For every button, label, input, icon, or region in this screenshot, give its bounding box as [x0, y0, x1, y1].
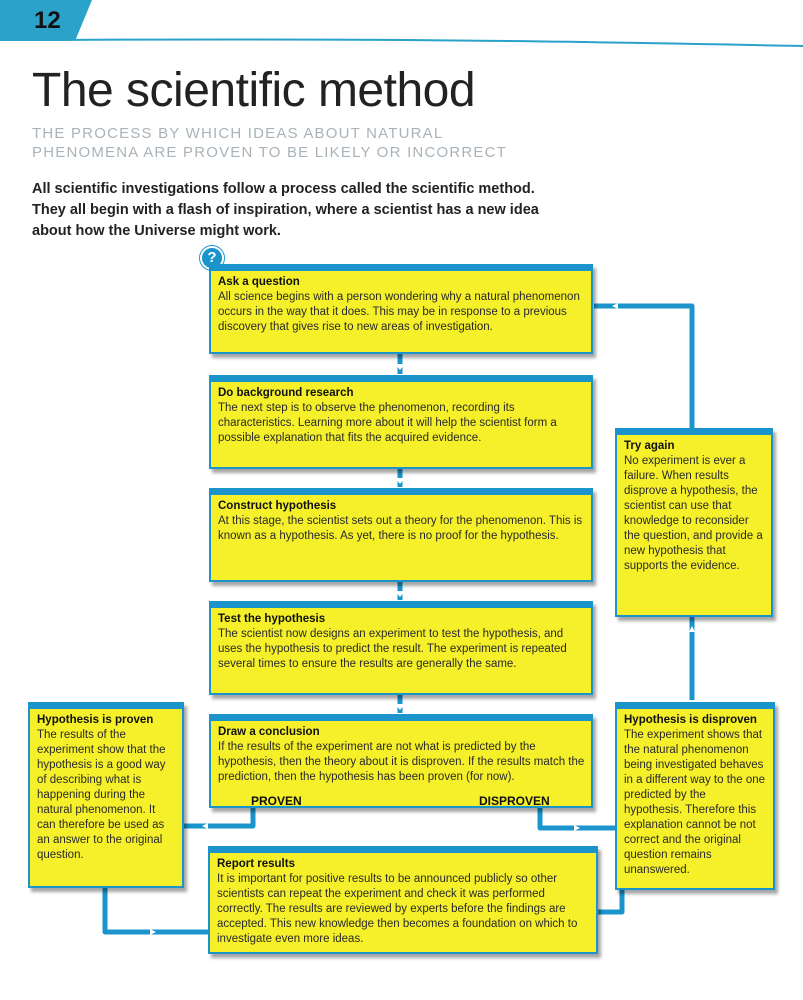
proven-label: PROVEN: [251, 794, 302, 808]
box-ask-question-text: All science begins with a person wonderi…: [218, 291, 580, 333]
box-hypothesis-proven-text: The results of the experiment show that …: [37, 729, 166, 861]
header-rule: [0, 38, 803, 47]
box-draw-conclusion-text: If the results of the experiment are not…: [218, 741, 585, 783]
page-number: 12: [0, 0, 92, 40]
box-try-again-text: No experiment is ever a failure. When re…: [624, 455, 763, 572]
box-background-research-text: The next step is to observe the phenomen…: [218, 402, 557, 444]
box-test-hypothesis: Test the hypothesis The scientist now de…: [209, 601, 593, 695]
box-hypothesis-disproven: Hypothesis is disproven The experiment s…: [615, 702, 775, 890]
disproven-label: DISPROVEN: [479, 794, 550, 808]
box-construct-hypothesis-text: At this stage, the scientist sets out a …: [218, 515, 583, 542]
box-hypothesis-proven: Hypothesis is proven The results of the …: [28, 702, 184, 888]
box-hypothesis-disproven-text: The experiment shows that the natural ph…: [624, 729, 766, 876]
intro-paragraph: All scientific investigations follow a p…: [32, 181, 539, 239]
box-draw-conclusion: Draw a conclusion If the results of the …: [209, 714, 593, 808]
box-construct-hypothesis-title: Construct hypothesis: [218, 500, 337, 512]
box-hypothesis-proven-title: Hypothesis is proven: [37, 714, 154, 726]
box-test-hypothesis-title: Test the hypothesis: [218, 613, 326, 625]
box-draw-conclusion-title: Draw a conclusion: [218, 726, 320, 738]
box-report-results-title: Report results: [217, 858, 295, 870]
box-hypothesis-disproven-title: Hypothesis is disproven: [624, 714, 757, 726]
box-background-research-title: Do background research: [218, 387, 354, 399]
box-try-again: Try again No experiment is ever a failur…: [615, 428, 773, 617]
box-test-hypothesis-text: The scientist now designs an experiment …: [218, 628, 567, 670]
box-report-results-text: It is important for positive results to …: [217, 873, 578, 945]
box-report-results: Report results It is important for posit…: [208, 846, 598, 954]
box-ask-question: Ask a question All science begins with a…: [209, 264, 593, 354]
page-subtitle: THE PROCESS BY WHICH IDEAS ABOUT NATURAL…: [32, 125, 508, 161]
page-title: The scientific method: [32, 64, 476, 117]
box-construct-hypothesis: Construct hypothesis At this stage, the …: [209, 488, 593, 582]
box-background-research: Do background research The next step is …: [209, 375, 593, 469]
box-ask-question-title: Ask a question: [218, 276, 300, 288]
box-try-again-title: Try again: [624, 440, 675, 452]
